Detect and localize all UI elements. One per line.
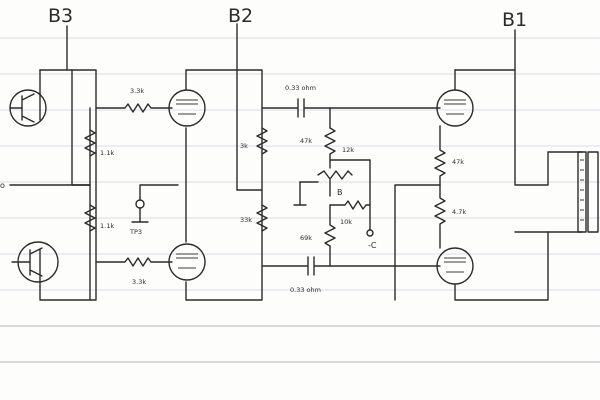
capacitor-bottom-label: 0.33 ohm [290,286,321,294]
resistor-33k-label: 33k [240,216,252,224]
resistor-33k [256,204,268,232]
resistor-3k3-top [95,103,173,113]
stage-label-b3: B3 [48,5,73,27]
resistor-47k-b1 [434,125,446,186]
stage-label-b2: B2 [228,5,253,27]
resistor-12k-label: 12k [342,146,354,154]
resistor-1k-upper-label: 1.1k [100,149,114,157]
b3-transistor-top [9,89,47,127]
resistor-4k7-b1-label: 4.7k [452,208,466,216]
resistor-3k-upper-label: 3k [240,142,248,150]
b3-frame [9,25,97,301]
resistor-3k3-bottom-label: 3.3k [132,278,146,286]
resistor-3k3-top-label: 3.3k [130,87,144,95]
b1-frame [394,29,583,301]
b1-tube-bottom [436,247,474,285]
b3-transistor-bottom [11,241,59,283]
resistor-69k-label: 69k [300,234,312,242]
capacitor-top [261,98,441,118]
resistor-3k3-bottom [95,257,173,267]
test-point-label: TP3 [129,228,142,236]
output-transformer [577,151,599,233]
stage-label-b1: B1 [502,9,527,31]
resistor-10k-label: 10k [340,218,352,226]
resistor-1k-upper [84,129,96,157]
pot-label: B [337,188,343,197]
resistor-1k-lower-label: 1.1k [100,222,114,230]
bias-network [293,107,374,267]
resistor-1k-lower [84,204,96,232]
b2-frame [185,23,263,301]
input-node-label: o [0,181,5,190]
resistor-47k-label: 47k [300,137,312,145]
b2-tube-top [168,89,206,127]
capacitor-top-label: 0.33 ohm [285,84,316,92]
test-point [131,184,179,223]
resistor-4k7-b1 [434,184,446,249]
b1-tube-top [436,89,474,127]
b2-tube-bottom [168,243,206,281]
resistor-47k-b1-label: 47k [452,158,464,166]
capacitor-bottom [261,256,441,276]
node-c-label: -C [368,241,377,250]
resistor-3k-upper [256,127,268,155]
